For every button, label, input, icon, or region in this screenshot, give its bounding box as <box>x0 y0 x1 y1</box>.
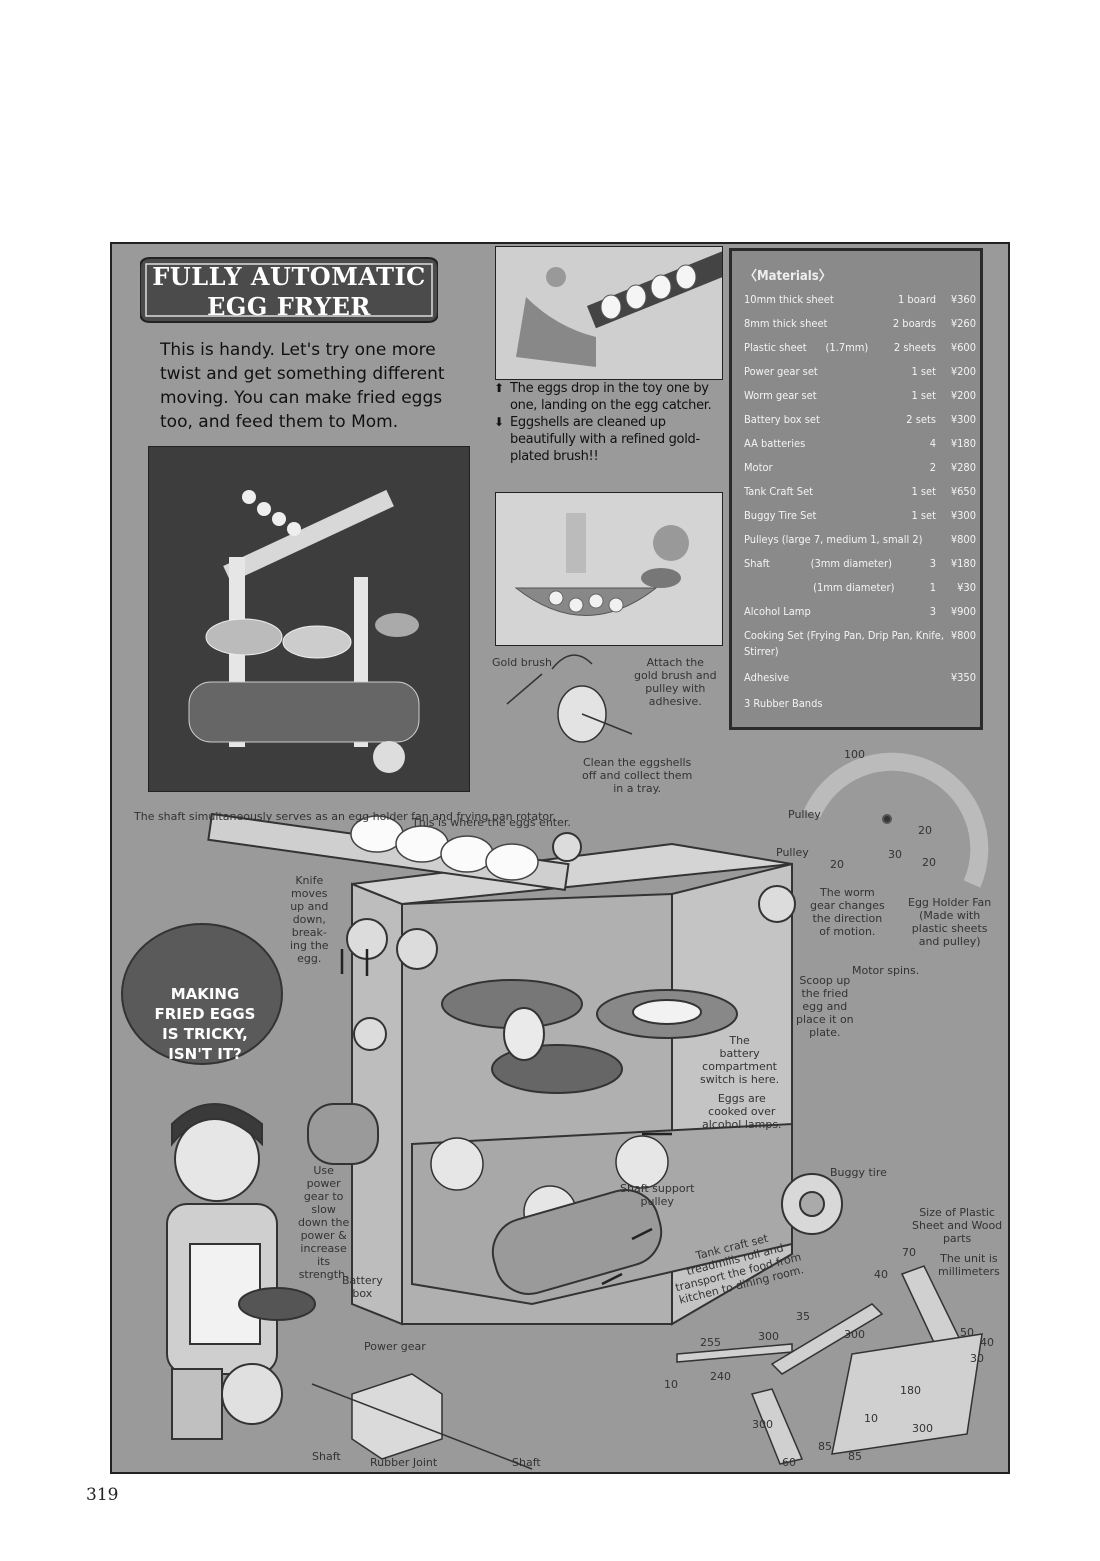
label-knife: Knife moves up and down, break- ing the … <box>290 874 329 965</box>
label-clean: Clean the eggshells off and collect them… <box>582 756 693 795</box>
label-pulley-2: Pulley <box>776 846 809 859</box>
dimension-label: 20 <box>918 824 932 837</box>
dimension-label: 300 <box>844 1328 865 1341</box>
caption-up: The eggs drop in the toy one by one, lan… <box>510 381 712 413</box>
intro-text: This is handy. Let's try one more twist … <box>160 340 445 432</box>
label-pulley-1: Pulley <box>788 808 821 821</box>
label-unit: The unit is millimeters <box>938 1252 1000 1278</box>
caption-down: Eggshells are cleaned up beautifully wit… <box>510 415 700 464</box>
label-shaft-b: Shaft <box>512 1456 541 1469</box>
page-number: 319 <box>86 1485 119 1505</box>
dimension-label: 35 <box>796 1310 810 1323</box>
materials-title: 〈Materials〉 <box>744 269 832 284</box>
dimension-label: 85 <box>848 1450 862 1463</box>
illustration-panel: FULLY AUTOMATIC EGG FRYER This is handy.… <box>110 242 1010 1474</box>
dimension-label: 10 <box>864 1412 878 1425</box>
arrow-up-icon: ⬆ <box>494 381 504 395</box>
label-eggs-cooked: Eggs are cooked over alcohol lamps. <box>702 1092 782 1131</box>
dimension-label: 10 <box>664 1378 678 1391</box>
dimension-label: 40 <box>874 1268 888 1281</box>
dimension-label: 30 <box>970 1352 984 1365</box>
dimension-label: 100 <box>844 748 865 761</box>
dimension-label: 20 <box>830 858 844 871</box>
dimension-label: 20 <box>922 856 936 869</box>
dimension-label: 300 <box>752 1418 773 1431</box>
arrow-down-icon: ⬇ <box>494 415 504 429</box>
photo-caption: ⬆ The eggs drop in the toy one by one, l… <box>494 380 722 465</box>
title-line-2: EGG FRYER <box>207 292 371 321</box>
speech-balloon-text: MAKING FRIED EGGS IS TRICKY, ISN'T IT? <box>154 985 256 1063</box>
photo-egg-fryer-model <box>148 446 470 792</box>
photo-brush-cleaning <box>495 492 723 646</box>
label-shaft-serves: The shaft simultaneously serves as an eg… <box>134 810 557 823</box>
dimension-label: 70 <box>902 1246 916 1259</box>
label-egg-holder-fan: Egg Holder Fan (Made with plastic sheets… <box>908 896 992 948</box>
label-power-gear: Power gear <box>364 1340 426 1353</box>
dimension-label: 255 <box>700 1336 721 1349</box>
dimension-label: 40 <box>980 1336 994 1349</box>
label-power-gear-use: Use power gear to slow down the power & … <box>298 1164 350 1281</box>
label-shaft-a: Shaft <box>312 1450 341 1463</box>
dimension-label: 60 <box>782 1456 796 1469</box>
label-rubber-joint: Rubber Joint <box>370 1456 438 1469</box>
dimension-label: 50 <box>960 1326 974 1339</box>
dimension-label: 300 <box>758 1330 779 1343</box>
dimension-label: 300 <box>912 1422 933 1435</box>
photo-eggs-dropping <box>495 246 723 380</box>
label-attach: Attach the gold brush and pulley with ad… <box>634 656 717 708</box>
dimension-label: 30 <box>888 848 902 861</box>
title-line-1: FULLY AUTOMATIC <box>152 262 426 291</box>
label-motor-spins: Motor spins. <box>852 964 920 977</box>
label-gold-brush: Gold brush <box>492 656 552 669</box>
label-battery-box: Battery box <box>342 1274 383 1300</box>
dimension-label: 180 <box>900 1384 921 1397</box>
label-scoop: Scoop up the fried egg and place it on p… <box>796 974 854 1039</box>
dimension-label: 85 <box>818 1440 832 1453</box>
egg-fryer-diagram <box>121 654 989 1470</box>
label-battery-switch: The battery compartment switch is here. <box>700 1034 780 1086</box>
label-buggy-tire: Buggy tire <box>830 1166 887 1179</box>
title-banner: FULLY AUTOMATIC EGG FRYER <box>140 254 438 326</box>
dimension-label: 240 <box>710 1370 731 1383</box>
label-worm-gear: The worm gear changes the direction of m… <box>810 886 885 938</box>
label-shaft-support: Shaft support pulley <box>620 1182 695 1208</box>
label-size: Size of Plastic Sheet and Wood parts <box>912 1206 1003 1245</box>
label-eggs-enter: This is where the eggs enter. <box>412 816 571 829</box>
